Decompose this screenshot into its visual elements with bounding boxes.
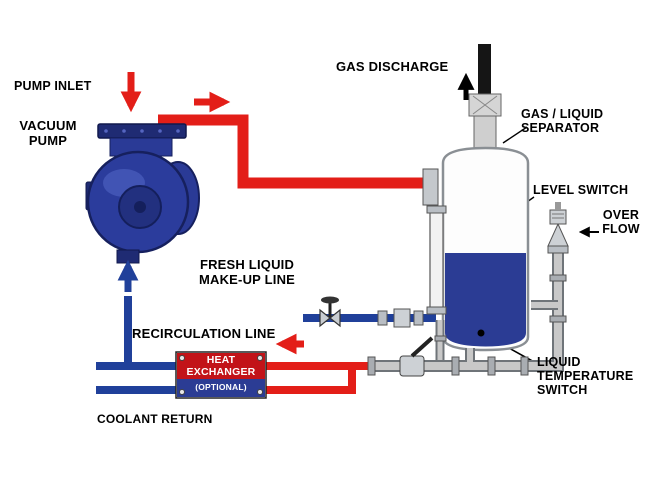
check-valve [393,308,411,328]
pipe-flange [451,356,460,376]
gas-liquid-separator-tank [422,44,530,352]
flow-arrows [117,72,475,355]
pump-suction-stub [116,249,140,264]
vacuum-pump-label: VACUUM PUMP [19,118,77,148]
pump-discharge-pipe [158,114,424,189]
pipe-flange [434,335,447,342]
level-switch-label: LEVEL SWITCH [533,183,629,197]
recirculation-line-label: RECIRCULATION LINE [132,326,276,341]
hot-piping [158,114,424,394]
heat-exchanger-label: HEAT EXCHANGER [186,354,256,378]
separator-leader-line [502,126,528,144]
pipe-flange [520,356,529,376]
pipe-flange [367,356,376,376]
discharge-pipe-stub [478,44,491,96]
makeup-line-valves [319,296,424,328]
temperature-sensor-dot [477,329,485,337]
gas-discharge-label: GAS DISCHARGE [336,59,449,74]
overflow-valve-body [547,222,569,247]
liquid-temperature-switch-label: LIQUID TEMPERATURE SWITCH [537,355,634,397]
coolant-return-label: COOLANT RETURN [97,412,213,426]
bottom-piping [367,202,569,377]
valve-handwheel [321,296,339,304]
gas-liquid-separator-label: GAS / LIQUID SEPARATOR [521,107,604,135]
heat-exchanger-unit [175,351,267,399]
ball-valve-handle [410,336,434,358]
pipe-flange [413,310,424,326]
level-switch-device [426,205,447,315]
pump-inlet-label: PUMP INLET [14,79,92,93]
gate-valve [329,308,341,328]
fresh-liquid-makeup-label: FRESH LIQUID MAKE-UP LINE [198,257,296,287]
pipe-flange [487,356,496,376]
ball-valve-body [399,355,425,377]
tank-liquid-level [445,253,526,347]
heat-exchanger-cold-section [177,379,265,397]
over-flow-label: OVER FLOW [602,208,640,236]
tank-neck [473,115,497,151]
drain-pipe-train [372,250,562,370]
vacuum-pump-body [85,123,200,264]
heat-exchanger-hot-section [177,353,265,379]
tank-inlet-flange [422,168,439,206]
heat-exchanger-optional-label: (OPTIONAL) [195,382,247,392]
level-switch-column [429,211,444,309]
pipe-flange [377,310,388,326]
gate-valve [319,308,331,328]
overflow-valve-cap [549,209,567,225]
recirculation-hot-pipe-bottom [266,368,356,394]
